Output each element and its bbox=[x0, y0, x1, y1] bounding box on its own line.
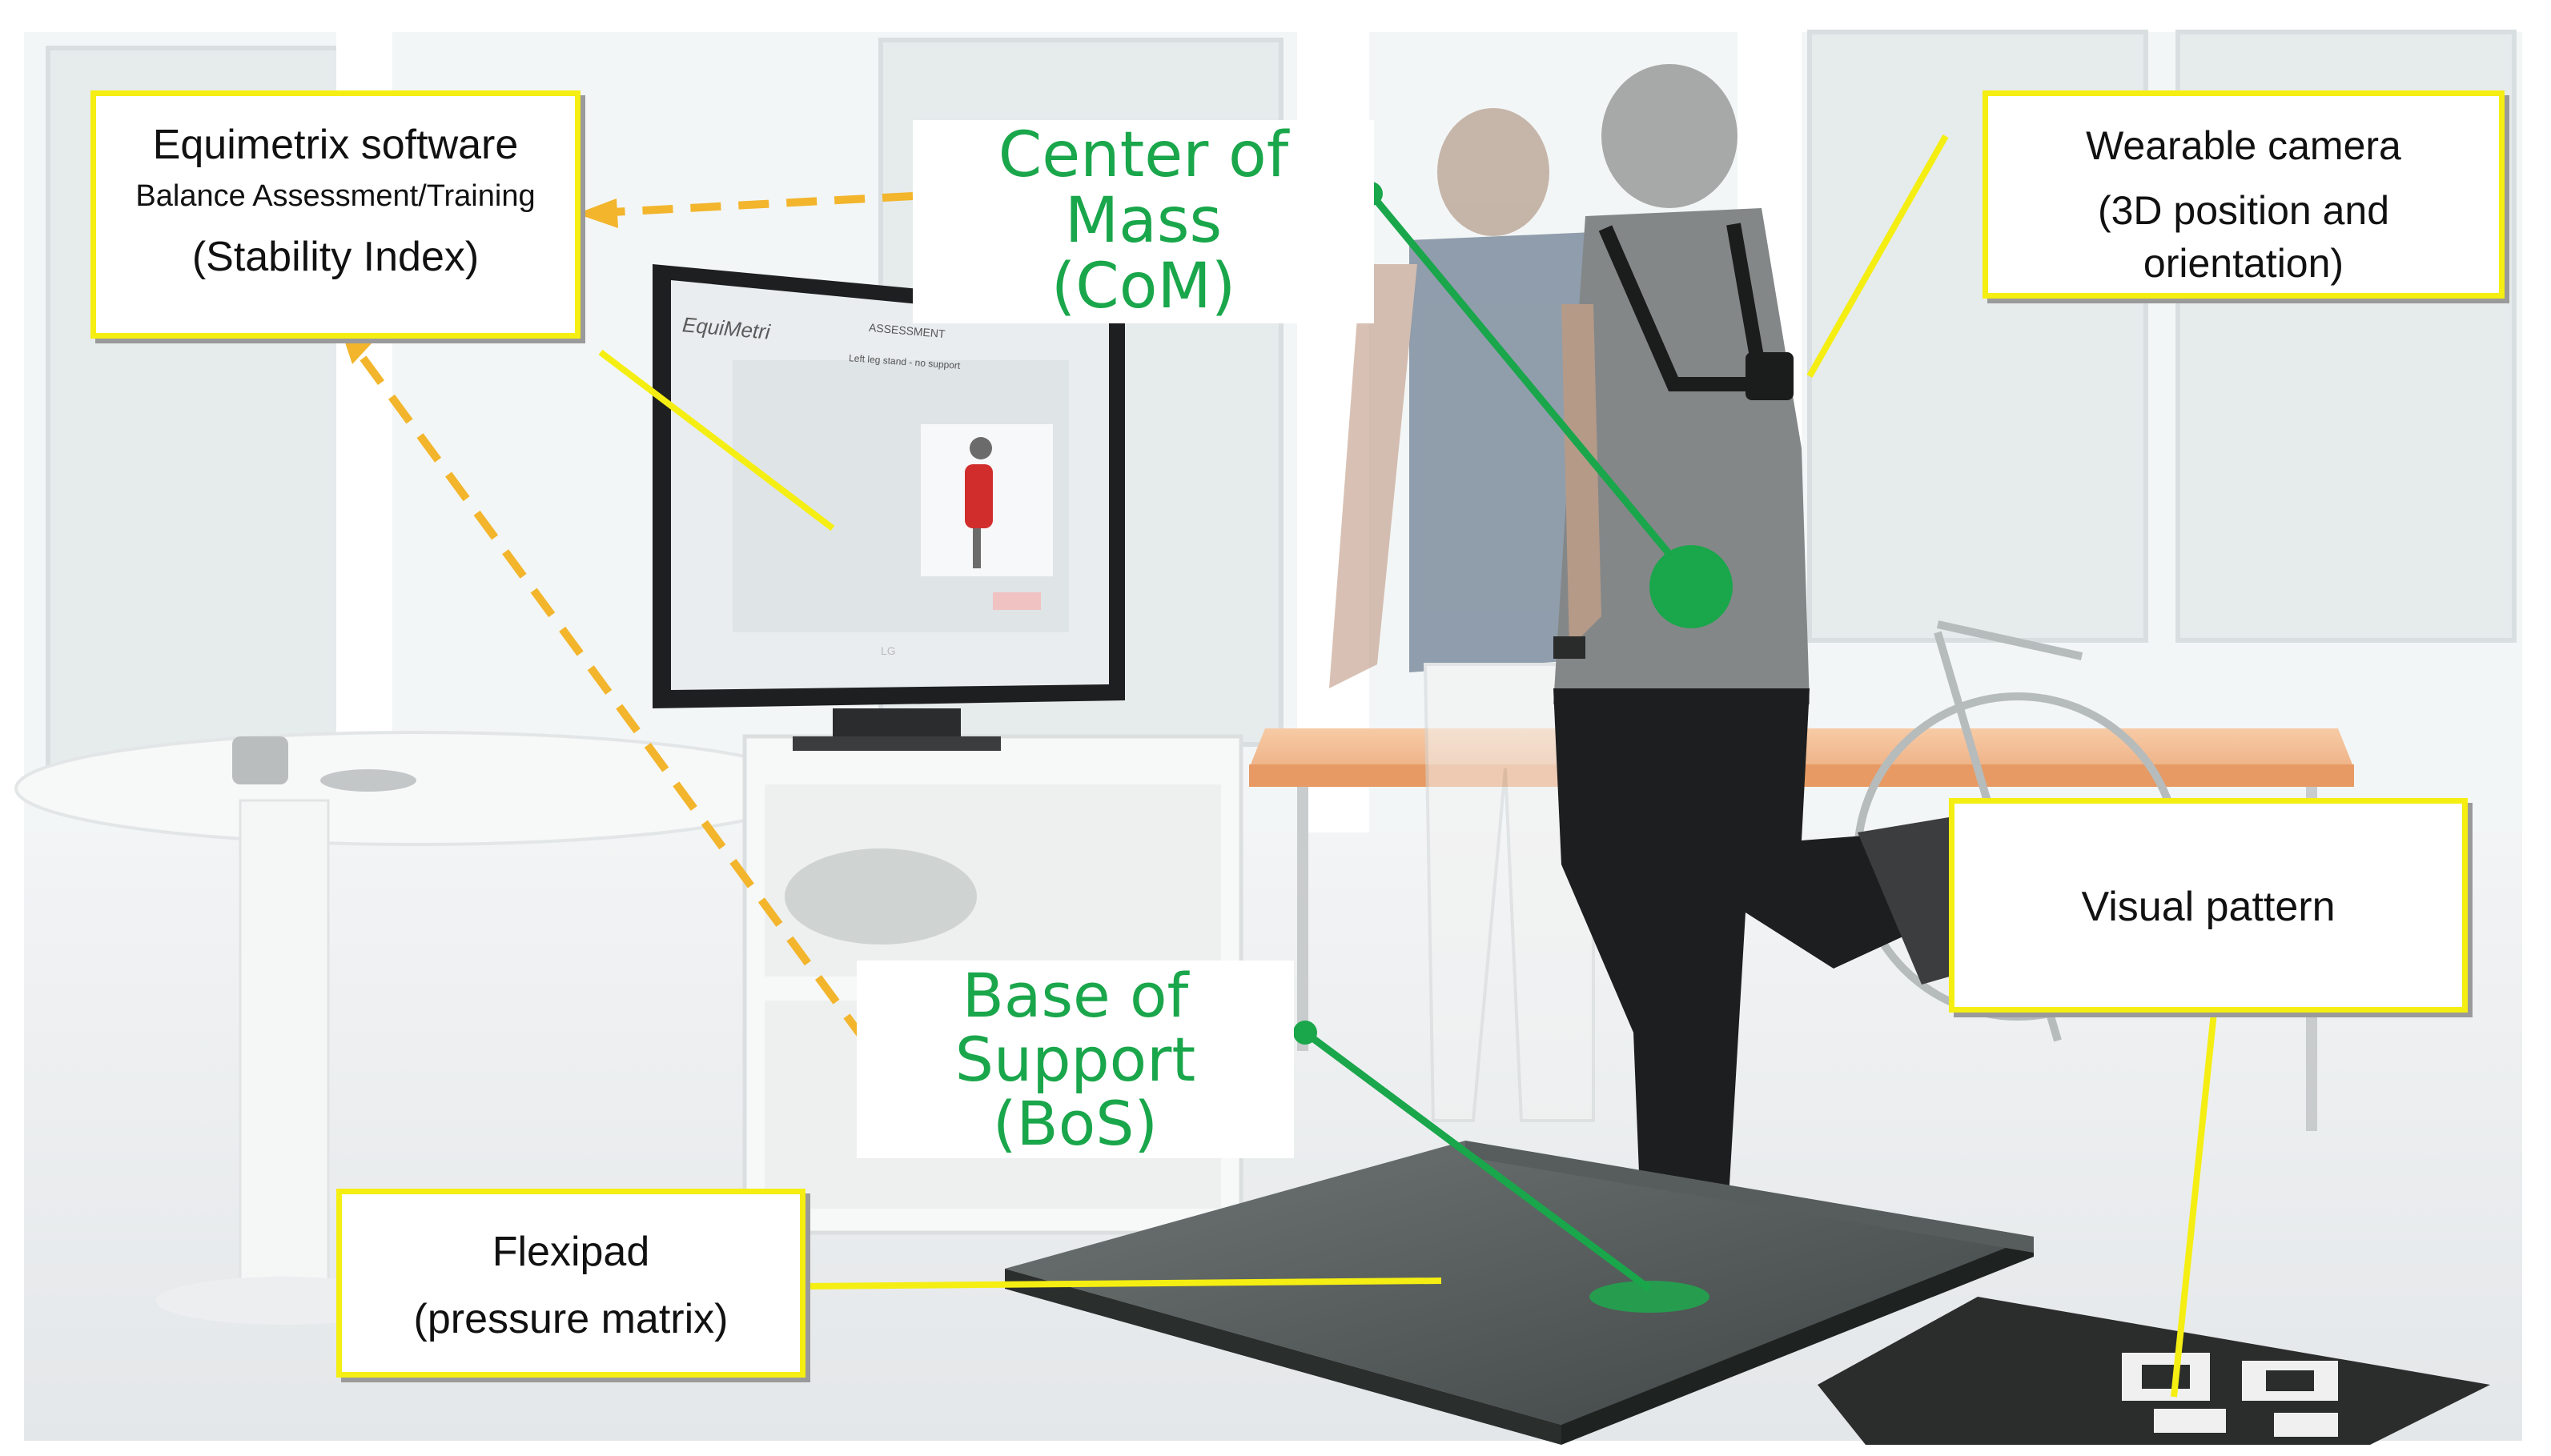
flexipad bbox=[1005, 1141, 2034, 1445]
bos-connector bbox=[1303, 1029, 1652, 1292]
visual-pattern-mat bbox=[1818, 1297, 2490, 1445]
bos-label-line2: Support (BoS) bbox=[954, 1023, 1196, 1159]
tv-screen-content bbox=[733, 360, 1069, 632]
com-marker bbox=[1649, 545, 1733, 628]
software-callout: Equimetrix software Balance Assessment/T… bbox=[90, 90, 581, 339]
visual-pattern-callout: Visual pattern bbox=[1949, 798, 2468, 1013]
software-subtitle: Balance Assessment/Training bbox=[135, 179, 536, 213]
com-connector bbox=[1368, 191, 1694, 583]
software-title: Equimetrix software bbox=[152, 122, 519, 168]
com-to-software-dashed-arrow bbox=[612, 192, 914, 216]
visual-pattern-connector-line bbox=[2171, 1012, 2217, 1398]
bos-connector-dot bbox=[1293, 1021, 1317, 1045]
round-table bbox=[14, 731, 818, 1325]
patient bbox=[1553, 64, 1978, 1281]
com-label-line2: (CoM) bbox=[1051, 250, 1236, 323]
flexipad-callout: Flexipad (pressure matrix) bbox=[336, 1189, 805, 1378]
camera-detail-2: orientation) bbox=[2143, 241, 2344, 286]
dashed-arrow-head-left-icon bbox=[576, 199, 618, 228]
com-label-line1: Center of Mass bbox=[998, 119, 1289, 257]
flexipad-title: Flexipad bbox=[492, 1229, 650, 1275]
bos-label: Base of Support (BoS) bbox=[857, 960, 1294, 1159]
software-stability-index: (Stability Index) bbox=[191, 234, 480, 280]
camera-callout: Wearable camera (3D position and orienta… bbox=[1983, 90, 2505, 299]
visual-pattern-title: Visual pattern bbox=[2081, 884, 2336, 930]
software-to-monitor-line bbox=[598, 349, 835, 531]
tv-brand: LG bbox=[881, 644, 896, 657]
camera-detail-1: (3D position and bbox=[2097, 188, 2390, 233]
camera-title: Wearable camera bbox=[2086, 123, 2401, 168]
camera-connector-line bbox=[1806, 134, 1949, 378]
flexipad-connector-line bbox=[800, 1278, 1442, 1290]
tv-monitor bbox=[653, 264, 1125, 751]
bos-label-line1: Base of bbox=[962, 960, 1189, 1031]
flexipad-subtitle: (pressure matrix) bbox=[413, 1296, 729, 1342]
com-label: Center of Mass (CoM) bbox=[913, 120, 1374, 323]
